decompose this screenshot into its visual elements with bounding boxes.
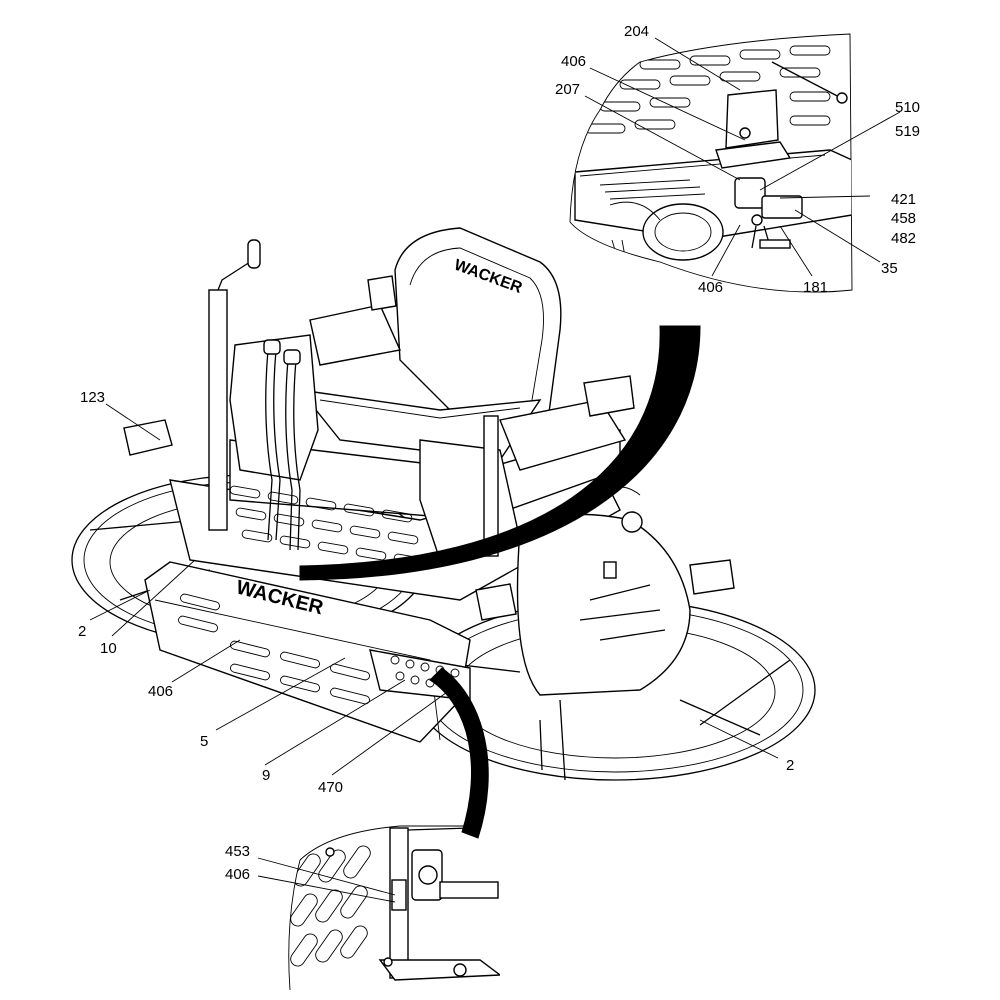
steering-column xyxy=(208,239,261,531)
work-lights xyxy=(123,275,735,621)
callout-35: 35 xyxy=(881,260,898,277)
left-storage-tray xyxy=(309,304,401,366)
callout-9: 9 xyxy=(262,767,270,784)
operator-seat: WACKER xyxy=(298,227,562,461)
top-detail-pointer xyxy=(299,325,701,581)
upper-slotted-plate xyxy=(229,485,425,567)
engine-housing xyxy=(516,486,691,696)
callout-421: 421 xyxy=(891,191,916,208)
bottom-detail-pointer xyxy=(429,667,489,839)
callout-2-left: 2 xyxy=(78,623,86,640)
leader-lines xyxy=(89,37,901,903)
right-storage-tray xyxy=(499,399,627,471)
callout-2-right: 2 xyxy=(786,757,794,774)
callout-5: 5 xyxy=(200,733,208,750)
callout-10: 10 xyxy=(100,640,117,657)
bottom-detail-inset xyxy=(288,825,500,991)
callout-458: 458 xyxy=(891,210,916,227)
callout-207: 207 xyxy=(555,81,580,98)
callout-482: 482 xyxy=(891,230,916,247)
callout-406-inset: 406 xyxy=(698,279,723,296)
callout-406-bottom: 406 xyxy=(225,866,250,883)
top-detail-inset xyxy=(569,33,853,293)
callout-406-top: 406 xyxy=(561,53,586,70)
callout-204: 204 xyxy=(624,23,649,40)
callout-453: 453 xyxy=(225,843,250,860)
control-levers xyxy=(263,339,499,557)
callout-510: 510 xyxy=(895,99,920,116)
callout-181: 181 xyxy=(803,279,828,296)
callout-406-main: 406 xyxy=(148,683,173,700)
main-machine-illustration: WACKER xyxy=(71,227,816,839)
callout-labels: 204 406 207 510 519 421 458 482 35 406 1… xyxy=(78,23,920,883)
callout-123: 123 xyxy=(80,389,105,406)
callout-519: 519 xyxy=(895,123,920,140)
callout-470: 470 xyxy=(318,779,343,796)
